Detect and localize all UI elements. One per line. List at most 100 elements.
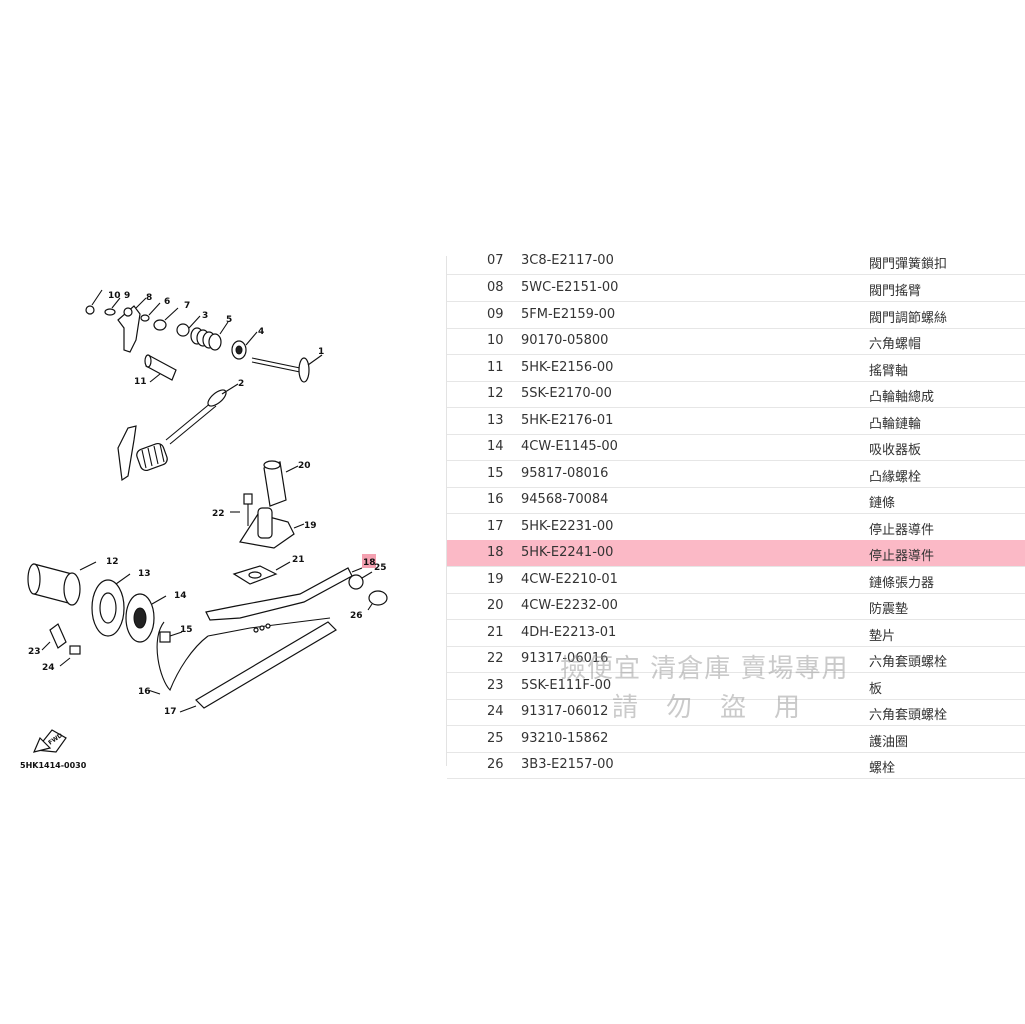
part-number: 94568-70084 bbox=[521, 492, 609, 507]
chain-guide-17 bbox=[179, 621, 337, 713]
part-number: 5FM-E2159-00 bbox=[521, 307, 616, 322]
table-row: 16 94568-70084 鏈條 bbox=[447, 487, 1025, 514]
callout-11: 11 bbox=[134, 377, 147, 387]
callout-3: 3 bbox=[202, 311, 208, 321]
part-number: 5HK-E2176-01 bbox=[521, 413, 614, 428]
spring-5 bbox=[190, 321, 229, 351]
part-name: 六角套頭螺栓 bbox=[869, 708, 948, 723]
row-number: 21 bbox=[487, 625, 504, 640]
part-name: 凸緣螺栓 bbox=[869, 470, 922, 485]
part-name: 凸輪軸總成 bbox=[869, 390, 935, 405]
part-name: 停止器導件 bbox=[869, 549, 935, 564]
callout-7: 7 bbox=[184, 301, 190, 311]
part-number: 95817-08016 bbox=[521, 466, 609, 481]
row-number: 26 bbox=[487, 757, 504, 772]
part-name: 閥門調節螺絲 bbox=[869, 311, 948, 326]
row-number: 11 bbox=[487, 360, 504, 375]
row-number: 12 bbox=[487, 386, 504, 401]
retainer-7 bbox=[153, 307, 179, 331]
cam-sprocket-13 bbox=[91, 573, 131, 637]
callout-19: 19 bbox=[304, 521, 317, 531]
part-number: 5HK-E2241-00 bbox=[521, 545, 614, 560]
callout-highlight-18 bbox=[362, 554, 376, 568]
callout-12: 12 bbox=[106, 557, 119, 567]
part-name: 防震墊 bbox=[869, 602, 909, 617]
valve-spring-3 bbox=[176, 315, 201, 337]
table-row-highlighted: 18 5HK-E2241-00 停止器導件 bbox=[447, 540, 1025, 567]
part-number: 5SK-E111F-00 bbox=[521, 678, 612, 693]
row-number: 08 bbox=[487, 280, 504, 295]
callout-25: 25 bbox=[374, 563, 387, 573]
table-row: 24 91317-06012 六角套頭螺栓 bbox=[447, 699, 1025, 726]
part-name: 墊片 bbox=[869, 629, 896, 644]
row-number: 07 bbox=[487, 253, 504, 268]
row-number: 25 bbox=[487, 731, 504, 746]
table-row: 09 5FM-E2159-00 閥門調節螺絲 bbox=[447, 302, 1025, 329]
part-name: 閥門彈簧鎖扣 bbox=[869, 257, 948, 272]
callout-10: 10 bbox=[108, 291, 121, 301]
callout-22: 22 bbox=[212, 509, 225, 519]
row-number: 15 bbox=[487, 466, 504, 481]
camshaft-12 bbox=[27, 561, 97, 606]
part-number: 4CW-E1145-00 bbox=[521, 439, 618, 454]
callout-21: 21 bbox=[292, 555, 305, 565]
table-row: 15 95817-08016 凸緣螺栓 bbox=[447, 461, 1025, 488]
part-number: 91317-06016 bbox=[521, 651, 609, 666]
rocker-arm-8 bbox=[117, 297, 147, 353]
bolt-15 bbox=[159, 631, 183, 643]
row-number: 22 bbox=[487, 651, 504, 666]
row-number: 18 bbox=[487, 545, 504, 560]
part-number: 4DH-E2213-01 bbox=[521, 625, 617, 640]
part-number: 5SK-E2170-00 bbox=[521, 386, 612, 401]
part-name: 六角螺帽 bbox=[869, 337, 922, 352]
part-number: 4CW-E2232-00 bbox=[521, 598, 618, 613]
stopper-guide-18 bbox=[205, 567, 363, 633]
part-number: 3B3-E2157-00 bbox=[521, 757, 614, 772]
callout-24: 24 bbox=[42, 663, 55, 673]
part-number: 91317-06012 bbox=[521, 704, 609, 719]
row-number: 16 bbox=[487, 492, 504, 507]
callout-6: 6 bbox=[164, 297, 170, 307]
callout-18: 18 bbox=[363, 558, 376, 568]
part-name: 板 bbox=[869, 682, 883, 697]
row-number: 24 bbox=[487, 704, 504, 719]
bolt-24 bbox=[59, 645, 81, 667]
diagram-code: 5HK1414-0030 bbox=[20, 761, 87, 770]
rocker-shaft-11 bbox=[144, 354, 177, 383]
row-number: 20 bbox=[487, 598, 504, 613]
bolt-22 bbox=[230, 493, 253, 526]
callout-9: 9 bbox=[124, 291, 130, 301]
part-name: 鏈條 bbox=[869, 496, 896, 511]
tensioner-19 bbox=[239, 507, 305, 549]
row-number: 13 bbox=[487, 413, 504, 428]
part-number: 90170-05800 bbox=[521, 333, 609, 348]
valve-1 bbox=[251, 354, 323, 383]
callout-17: 17 bbox=[164, 707, 177, 717]
callout-23: 23 bbox=[28, 647, 41, 657]
part-name: 搖臂軸 bbox=[869, 364, 909, 379]
cotter-6 bbox=[140, 302, 161, 322]
table-row: 10 90170-05800 六角螺帽 bbox=[447, 328, 1025, 355]
oil-seal-25 bbox=[348, 571, 373, 590]
seal-4 bbox=[231, 331, 258, 360]
callout-14: 14 bbox=[174, 591, 187, 601]
callout-5: 5 bbox=[226, 315, 232, 325]
part-name: 護油圈 bbox=[869, 735, 909, 750]
row-number: 19 bbox=[487, 572, 504, 587]
callout-26: 26 bbox=[350, 611, 363, 621]
part-number: 5WC-E2151-00 bbox=[521, 280, 619, 295]
gasket-21 bbox=[232, 561, 291, 585]
part-name: 停止器導件 bbox=[869, 523, 935, 538]
plate-23 bbox=[41, 623, 67, 651]
row-number: 10 bbox=[487, 333, 504, 348]
row-number: 09 bbox=[487, 307, 504, 322]
row-number: 14 bbox=[487, 439, 504, 454]
nut-10 bbox=[85, 289, 103, 315]
part-name: 鏈條張力器 bbox=[869, 576, 935, 591]
